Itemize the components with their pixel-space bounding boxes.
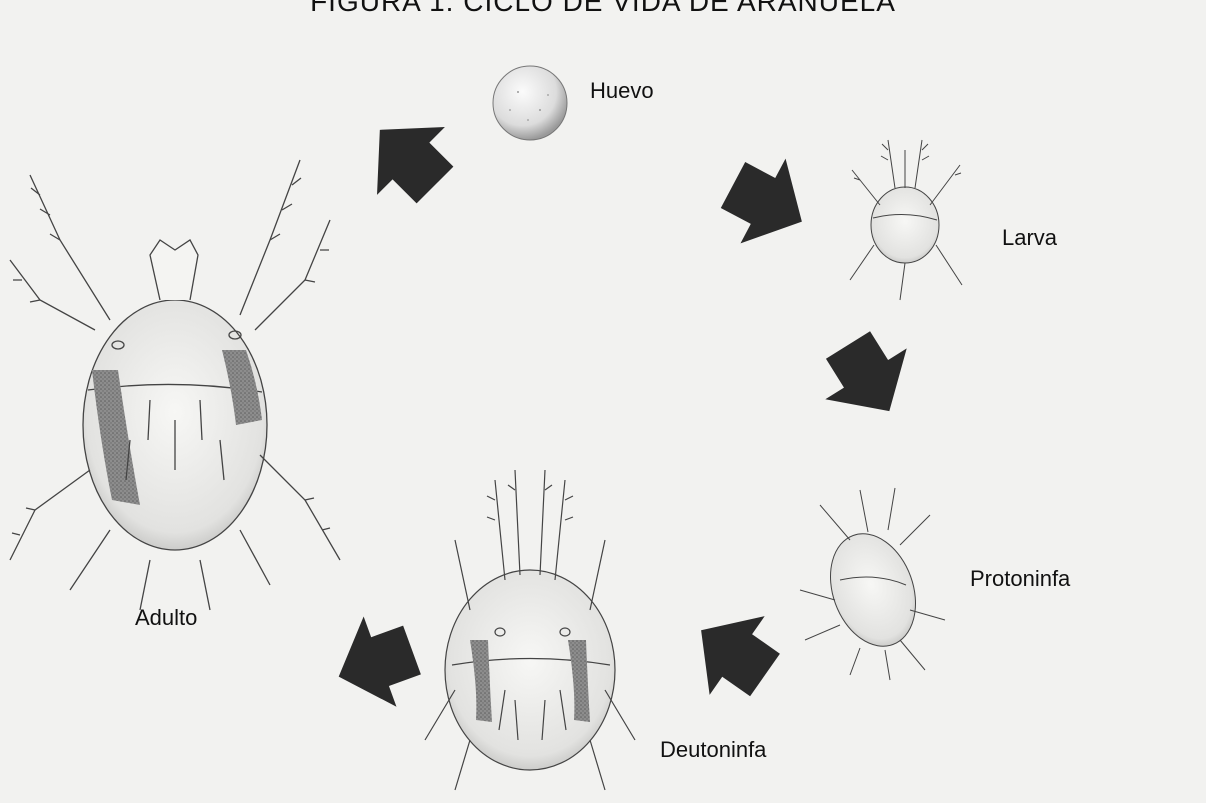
deutonymph-illustration xyxy=(425,470,635,790)
protonymph-illustration xyxy=(800,488,945,680)
arrow-larva-to-protonymph xyxy=(807,320,930,437)
larva-illustration xyxy=(850,140,962,300)
egg-illustration xyxy=(493,66,567,140)
label-adult: Adulto xyxy=(135,605,197,631)
arrow-deutonymph-to-adult xyxy=(322,605,428,722)
label-deutonymph: Deutoninfa xyxy=(660,737,766,763)
label-larva: Larva xyxy=(1002,225,1057,251)
label-egg: Huevo xyxy=(590,78,654,104)
arrow-adult-to-egg xyxy=(346,96,469,219)
arrow-protonymph-to-deutonymph xyxy=(674,591,793,714)
adult-illustration xyxy=(10,160,340,610)
arrow-egg-to-larva xyxy=(710,143,824,264)
label-protonymph: Protoninfa xyxy=(970,566,1070,592)
